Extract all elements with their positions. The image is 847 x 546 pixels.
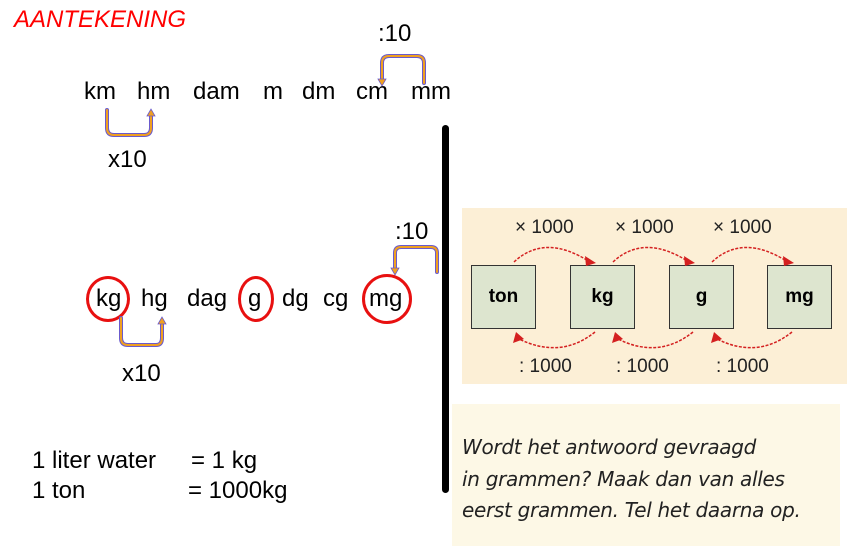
equivalence-right-2: = 1000kg [188,477,288,504]
mass-unit-dag: dag [187,285,228,312]
unit-box-ton: ton [471,265,536,329]
length-multiply-label: x10 [108,146,147,173]
mass-multiply-label: x10 [122,360,161,387]
multiply-label-1: × 1000 [515,217,574,238]
tip-line-3: eerst grammen. Tel het daarna op. [462,498,801,522]
mass-unit-dg: dg [282,285,309,312]
equivalence-left-1: 1 liter water [32,447,157,474]
length-divide-label: :10 [378,20,412,47]
tip-line-1: Wordt het antwoord gevraagd [462,435,757,459]
tip-line-2: in grammen? Maak dan van alles [462,466,785,491]
highlight-circle-kg [86,276,130,322]
length-unit-dm: dm [302,78,336,105]
multiply-label-3: × 1000 [713,217,772,238]
divide-label-2: : 1000 [616,356,669,377]
mass-divide-label: :10 [395,218,429,245]
length-unit-mm: mm [411,78,451,105]
highlight-circle-g [238,276,274,322]
page-title: AANTEKENING [14,6,187,33]
divide-label-3: : 1000 [716,356,769,377]
divide-label-1: : 1000 [519,356,572,377]
length-unit-km: km [84,78,116,105]
unit-box-kg: kg [570,265,635,329]
highlight-circle-mg [362,274,412,324]
equivalence-left-2: 1 ton [32,477,86,504]
length-unit-hm: hm [137,78,171,105]
multiply-label-2: × 1000 [615,217,674,238]
length-unit-m: m [263,78,283,105]
unit-box-g: g [669,265,734,329]
divider-line [442,125,449,493]
equivalence-right-1: = 1 kg [191,447,258,474]
mass-unit-hg: hg [141,285,168,312]
unit-box-mg: mg [767,265,832,329]
tip-panel [452,404,840,546]
length-unit-dam: dam [193,78,240,105]
tip-text: Wordt het antwoord gevraagd in grammen? … [462,432,801,527]
mass-unit-cg: cg [323,285,349,312]
